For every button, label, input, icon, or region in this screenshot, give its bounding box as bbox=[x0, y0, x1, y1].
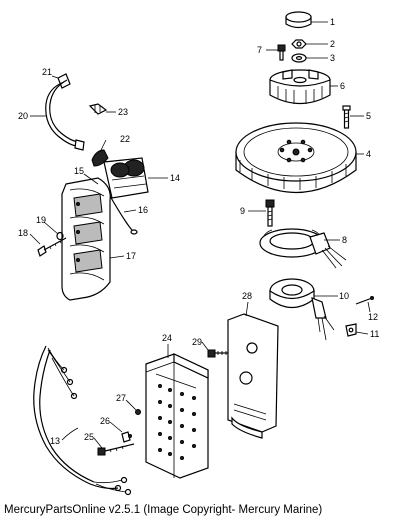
callout-12: 12 bbox=[368, 312, 378, 322]
callout-2: 2 bbox=[330, 39, 335, 49]
callout-1: 1 bbox=[330, 17, 335, 27]
callout-11: 11 bbox=[370, 329, 379, 339]
callout-3: 3 bbox=[330, 53, 335, 63]
part-ignition-coil[interactable] bbox=[103, 157, 149, 199]
callout-15: 15 bbox=[74, 166, 84, 176]
callout-28: 28 bbox=[242, 291, 252, 301]
callout-labels: 1 2 3 7 6 5 4 9 8 10 12 11 13 14 15 16 1… bbox=[18, 17, 379, 446]
callout-9: 9 bbox=[240, 206, 245, 216]
part-pin[interactable] bbox=[355, 296, 374, 305]
part-stud[interactable] bbox=[342, 105, 351, 129]
part-bolt-25[interactable] bbox=[97, 443, 135, 456]
switch-box-terminals bbox=[158, 384, 196, 460]
part-mounting-plate[interactable] bbox=[227, 313, 279, 439]
callout-4: 4 bbox=[366, 149, 371, 159]
part-washer[interactable] bbox=[291, 53, 307, 63]
callout-10: 10 bbox=[339, 291, 349, 301]
callout-24: 24 bbox=[162, 333, 172, 343]
callout-6: 6 bbox=[340, 81, 345, 91]
callout-16: 16 bbox=[138, 205, 148, 215]
part-trigger[interactable] bbox=[269, 278, 335, 341]
callout-22: 22 bbox=[120, 134, 130, 144]
part-stator[interactable] bbox=[259, 228, 347, 269]
callout-14: 14 bbox=[170, 173, 180, 183]
callout-17: 17 bbox=[126, 251, 136, 261]
part-connector[interactable] bbox=[121, 431, 132, 443]
callout-21: 21 bbox=[42, 67, 52, 77]
callout-7: 7 bbox=[257, 45, 262, 55]
leader-lines bbox=[29, 21, 371, 449]
callout-13: 13 bbox=[50, 436, 60, 446]
copyright-footer: MercuryPartsOnline v2.5.1 (Image Copyrig… bbox=[4, 504, 323, 516]
callout-29: 29 bbox=[192, 337, 202, 347]
callout-25: 25 bbox=[84, 432, 94, 442]
part-wiring-harness[interactable] bbox=[33, 345, 132, 496]
part-screw-9[interactable] bbox=[265, 199, 275, 227]
part-spark-plug-lead[interactable] bbox=[45, 73, 85, 151]
part-terminal[interactable] bbox=[88, 103, 108, 115]
part-screw-29[interactable] bbox=[207, 349, 228, 358]
callout-19: 19 bbox=[36, 215, 46, 225]
part-switch-box[interactable] bbox=[145, 353, 209, 479]
callout-8: 8 bbox=[342, 235, 347, 245]
part-screw-7[interactable] bbox=[277, 44, 286, 61]
part-ground-wire[interactable] bbox=[109, 195, 138, 235]
part-flywheel[interactable] bbox=[235, 122, 357, 194]
part-clip[interactable] bbox=[345, 323, 357, 337]
exploded-parts-diagram: 1 2 3 7 6 5 4 9 8 10 12 11 13 14 15 16 1… bbox=[18, 11, 379, 496]
callout-27: 27 bbox=[116, 393, 126, 403]
part-starter-cup[interactable] bbox=[269, 69, 331, 104]
part-bolt-18[interactable] bbox=[37, 237, 67, 257]
part-nut[interactable] bbox=[291, 39, 307, 49]
part-nut-27[interactable] bbox=[135, 409, 141, 415]
part-washer-19[interactable] bbox=[56, 231, 64, 241]
callout-23: 23 bbox=[118, 107, 128, 117]
callout-20: 20 bbox=[18, 111, 28, 121]
callout-5: 5 bbox=[366, 111, 371, 121]
callout-26: 26 bbox=[100, 416, 110, 426]
callout-18: 18 bbox=[18, 228, 28, 238]
part-cap[interactable] bbox=[285, 11, 312, 29]
part-coil-plate[interactable] bbox=[61, 177, 111, 301]
